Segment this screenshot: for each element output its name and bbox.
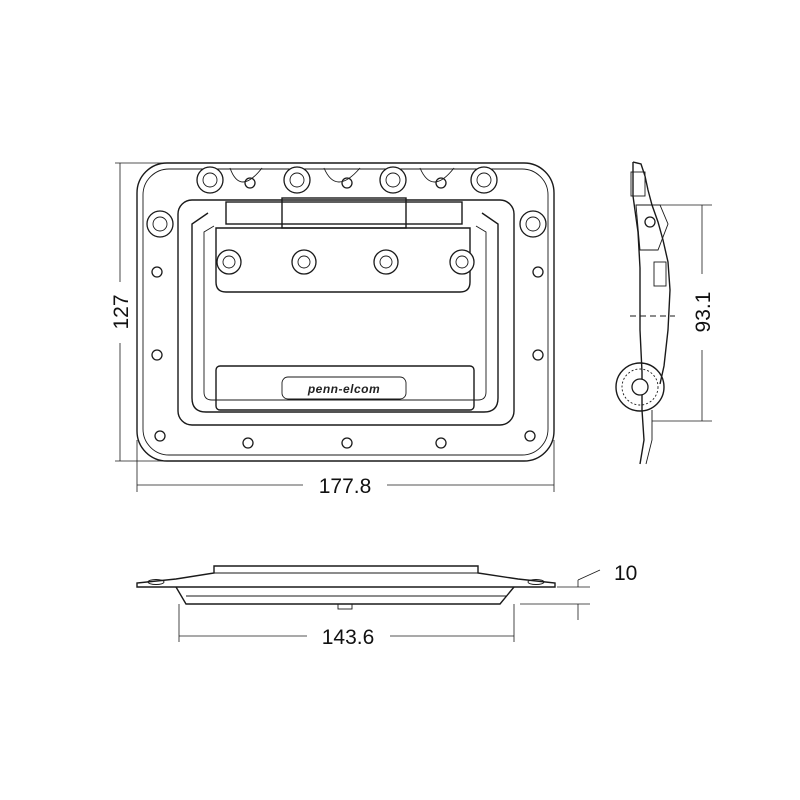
edge-hole (527, 579, 545, 585)
grip-knurl (621, 368, 659, 406)
logo-plate (281, 376, 407, 400)
side-profile-inner (632, 162, 645, 465)
recess-width-label: 143.6 (322, 626, 375, 649)
grip-section (615, 362, 665, 412)
small-hole (532, 349, 544, 361)
mount-hole (379, 166, 407, 194)
small-hole (532, 266, 544, 278)
handle-bail-inner (203, 225, 487, 401)
mount-hole-inner (476, 172, 492, 188)
edge-flange (136, 565, 556, 588)
small-hole (244, 177, 256, 189)
lug-hole-inner (455, 255, 469, 269)
width-label: 177.8 (319, 475, 372, 498)
front-view: penn-elcom (136, 162, 555, 462)
logo-text: penn-elcom (307, 382, 380, 396)
side-view (615, 161, 675, 465)
edge-view (136, 565, 556, 610)
mount-hole-inner (289, 172, 305, 188)
lug-hole (291, 249, 317, 275)
small-hole (151, 349, 163, 361)
small-hole (154, 430, 166, 442)
mount-hole (470, 166, 498, 194)
edge-recess (175, 586, 515, 605)
handle-bail-outer (191, 212, 499, 413)
dimension-height: 127 (110, 162, 190, 462)
dimension-width: 177.8 (136, 440, 555, 498)
scallop (229, 167, 263, 183)
handle-grip (215, 365, 475, 411)
hinge-bar (225, 201, 463, 225)
mount-hole-inner (525, 216, 541, 232)
dimension-depth: 93.1 (652, 204, 715, 422)
lug-plate (215, 227, 471, 293)
flange-inner-edge (142, 168, 549, 456)
leader-line (577, 569, 601, 581)
depth-label: 93.1 (692, 292, 715, 333)
side-latch (653, 261, 667, 287)
scallop (323, 167, 361, 183)
lug-hole-inner (297, 255, 311, 269)
lug-hole (449, 249, 475, 275)
lug-hole-inner (379, 255, 393, 269)
scallop (419, 167, 455, 183)
small-hole (341, 437, 353, 449)
small-hole (435, 177, 447, 189)
edge-rivet (337, 603, 353, 610)
dimension-recess-width: 143.6 (178, 604, 515, 649)
side-flange (645, 410, 653, 465)
lug-hole-inner (222, 255, 236, 269)
small-hole (242, 437, 254, 449)
thickness-label: 10 (614, 562, 637, 585)
recess-outline (177, 199, 515, 426)
side-hinge (630, 171, 646, 197)
mount-hole (196, 166, 224, 194)
small-hole (524, 430, 536, 442)
grip-core (631, 378, 649, 396)
mount-hole-inner (202, 172, 218, 188)
edge-hole (147, 579, 165, 585)
mount-hole (146, 210, 174, 238)
side-profile-outer (632, 161, 671, 385)
pivot-hole (644, 216, 656, 228)
mount-hole (519, 210, 547, 238)
mount-hole-inner (385, 172, 401, 188)
lug-hole (216, 249, 242, 275)
height-label: 127 (110, 294, 133, 329)
dimension-thickness: 10 (520, 562, 637, 620)
small-hole (151, 266, 163, 278)
top-mounting-holes (146, 166, 547, 238)
mount-hole (283, 166, 311, 194)
flange-outline (136, 162, 555, 462)
lug-hole (373, 249, 399, 275)
mount-hole-inner (152, 216, 168, 232)
small-hole (435, 437, 447, 449)
